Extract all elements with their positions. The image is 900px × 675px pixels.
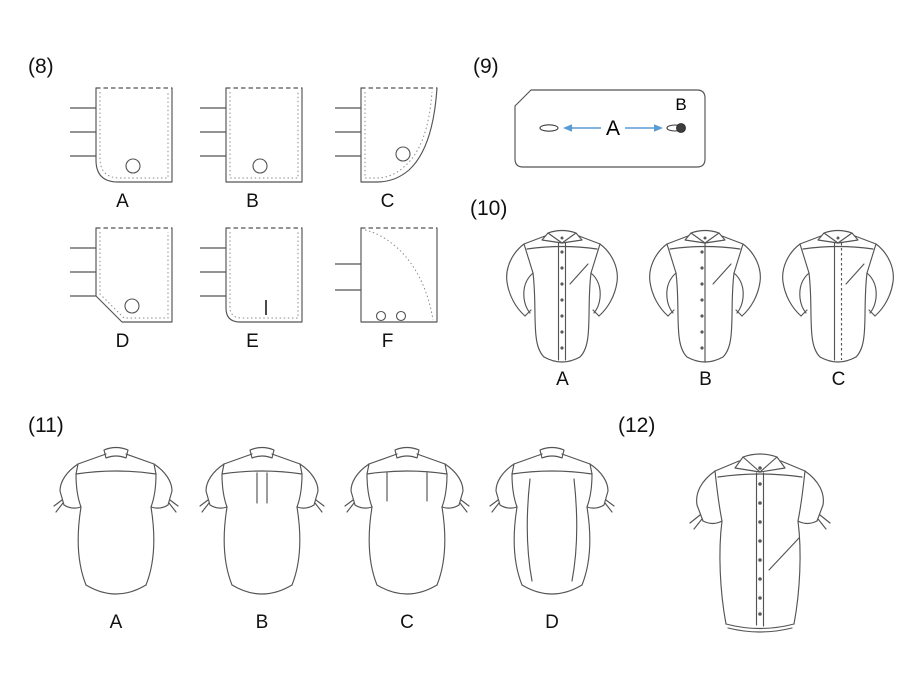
box-pleat-lines (256, 472, 268, 504)
section-12-number: (12) (618, 414, 656, 437)
cuff-f-label: F (381, 331, 394, 352)
button-icon (676, 123, 686, 133)
shirt-front-option-c: C (776, 226, 900, 391)
cuff-d-label: D (115, 331, 130, 352)
chest-fold-line (768, 537, 800, 571)
placket-lines (557, 242, 567, 361)
shirt-back-a-label: A (109, 612, 123, 633)
cuff-option-d: D (70, 222, 175, 353)
cuff-button-icon (125, 158, 141, 174)
shirt-front-a-label: A (556, 369, 569, 390)
buttonhole-icon (539, 124, 559, 132)
placket-lines (755, 472, 765, 627)
shirt-back-option-d: D (486, 443, 618, 634)
cuff-c-label: C (380, 191, 395, 212)
cuff-option-f: F (335, 222, 440, 353)
shirt-back-b-drawing (199, 446, 325, 595)
dart-lines (526, 478, 578, 582)
cuff-e-drawing (200, 227, 303, 323)
shirt-back-c-drawing (344, 446, 470, 595)
side-pleat-lines (386, 472, 428, 502)
shirt-front-option-b: B (643, 226, 768, 391)
cuff-width-label: A (606, 117, 620, 140)
shirt-back-option-c: C (341, 443, 473, 634)
cuff-measurement-diagram: A B (513, 88, 708, 170)
section-8-number: (8) (28, 55, 54, 78)
cuff-button-icon (375, 310, 387, 322)
shirt-front-b-drawing (649, 229, 761, 363)
right-arrow-icon (625, 124, 663, 132)
cuff-option-c: C (335, 82, 440, 213)
shirt-back-option-b: B (196, 443, 328, 634)
cuff-f-drawing (335, 227, 438, 323)
cuff-button-label: B (675, 95, 686, 114)
shirt-front-b-label: B (699, 369, 712, 390)
cuff-button-icon (395, 146, 411, 162)
shirt-back-d-label: D (545, 612, 559, 633)
cuff-a-drawing (70, 87, 173, 183)
cuff-button-icon (395, 310, 407, 322)
cuff-button-icon (252, 158, 268, 174)
section-10-number: (10) (470, 197, 508, 220)
shirt-back-c-label: C (400, 612, 414, 633)
cuff-a-label: A (116, 191, 129, 212)
section-11-number: (11) (28, 414, 64, 437)
cuff-option-a: A (70, 82, 175, 213)
button-icons (836, 236, 840, 240)
cuff-b-drawing (200, 87, 303, 183)
cuff-measure-drawing: A B (514, 89, 706, 168)
cuff-d-drawing (70, 227, 173, 323)
cuff-option-e: E (200, 222, 305, 353)
cuff-option-b: B (200, 82, 305, 213)
shirt-front-a-drawing (506, 229, 618, 363)
shirt-front-c-drawing (782, 229, 894, 363)
shirt-12-drawing (689, 453, 831, 633)
shirt-12-figure (685, 448, 835, 640)
button-icons (758, 466, 762, 616)
shirt-front-option-a: A (500, 226, 625, 391)
placket-lines (833, 242, 843, 361)
shirt-back-a-drawing (53, 446, 179, 595)
shirt-front-c-label: C (831, 369, 846, 390)
cuff-b-label: B (246, 191, 259, 212)
section-9-number: (9) (473, 55, 499, 78)
button-icons (700, 236, 707, 350)
cuff-button-icon (124, 298, 140, 314)
chest-fold-line (569, 263, 589, 285)
button-icons (560, 236, 564, 350)
shirt-back-b-label: B (255, 612, 269, 633)
shirt-back-option-a: A (50, 443, 182, 634)
chest-fold-line (845, 263, 865, 285)
cuff-e-label: E (246, 331, 259, 352)
shirt-back-d-drawing (489, 446, 615, 595)
left-arrow-icon (563, 124, 601, 132)
cuff-c-drawing (335, 87, 438, 183)
chest-fold-line (712, 263, 732, 285)
